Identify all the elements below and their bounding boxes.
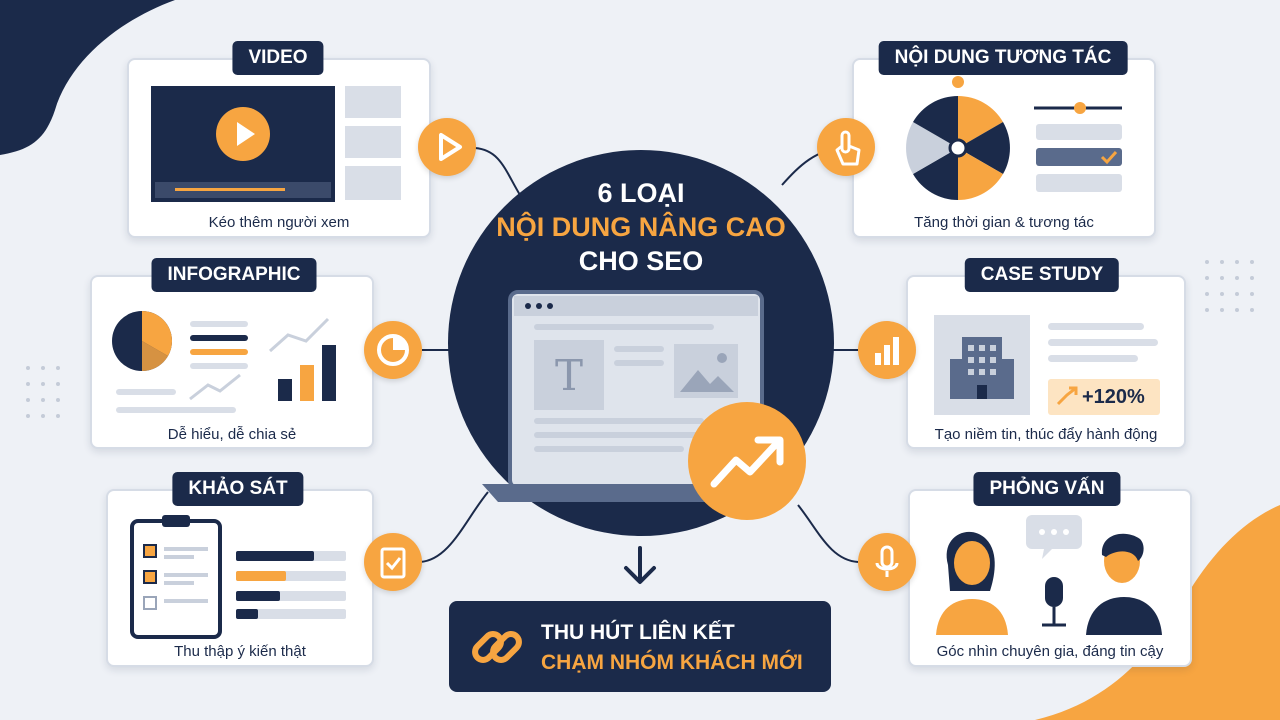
result-line-1: THU HÚT LIÊN KẾT [541, 621, 735, 644]
case-study-text-line [1048, 339, 1158, 346]
case-study-stat-box: +120% [1048, 379, 1160, 415]
trend-up-badge [688, 402, 806, 520]
interview-caption: Góc nhìn chuyên gia, đáng tin cậy [936, 643, 1164, 660]
interview-title: PHỎNG VẤN [973, 472, 1121, 506]
case-study-card: +120% Tạo niềm tin, thúc đẩy hành động [906, 275, 1186, 449]
case-study-text-line [1048, 355, 1138, 362]
interview-illustration [936, 515, 1162, 635]
microphone-icon [875, 545, 899, 577]
spin-wheel-illustration [906, 76, 1122, 200]
pie-chart-icon [377, 334, 409, 366]
center-title-line-1: 6 LOẠI [597, 178, 685, 208]
survey-caption: Thu thập ý kiến thật [174, 643, 306, 660]
pointer-hand-icon [835, 130, 861, 166]
trend-up-icon [710, 436, 784, 488]
survey-clipboard-illustration [130, 515, 346, 639]
result-box: THU HÚT LIÊN KẾT CHẠM NHÓM KHÁCH MỚI [449, 601, 831, 692]
link-chain-icon [472, 631, 522, 663]
center-title-line-3: CHO SEO [578, 246, 704, 276]
case-study-caption: Tạo niềm tin, thúc đẩy hành động [934, 426, 1158, 443]
case-study-title: CASE STUDY [964, 258, 1120, 292]
interactive-badge [817, 118, 875, 176]
infographic-card: Dễ hiểu, dễ chia sẻ [90, 275, 374, 449]
interactive-card: Tăng thời gian & tương tác [852, 58, 1156, 238]
result-line-2: CHẠM NHÓM KHÁCH MỚI [541, 651, 803, 674]
video-player-illustration [151, 86, 401, 202]
laptop-illustration: T [482, 290, 790, 502]
center-title-line-2: NỘI DUNG NÂNG CAO [496, 212, 786, 242]
survey-badge [364, 533, 422, 591]
interview-card: Góc nhìn chuyên gia, đáng tin cậy [908, 489, 1192, 667]
video-caption: Kéo thêm người xem [208, 214, 350, 231]
building-illustration [934, 315, 1030, 415]
survey-card: Thu thập ý kiến thật [106, 489, 374, 667]
case-study-stat: +120% [1082, 386, 1145, 408]
case-study-badge [858, 321, 916, 379]
case-study-text-line [1048, 323, 1144, 330]
interactive-title: NỘI DUNG TƯƠNG TÁC [878, 41, 1128, 75]
infographic-illustration [112, 311, 336, 413]
play-icon [216, 107, 270, 161]
bar-chart-icon [875, 337, 899, 365]
interview-badge [858, 533, 916, 591]
infographic-badge [364, 321, 422, 379]
play-icon [439, 133, 462, 161]
trend-up-icon [1056, 386, 1078, 406]
video-card: Kéo thêm người xem [127, 58, 431, 238]
video-badge [418, 118, 476, 176]
arrow-down-icon [624, 546, 656, 584]
checklist-icon [380, 547, 406, 579]
infographic-title: INFOGRAPHIC [151, 258, 317, 292]
interactive-caption: Tăng thời gian & tương tác [914, 214, 1094, 231]
video-title: VIDEO [232, 41, 324, 75]
survey-title: KHẢO SÁT [172, 472, 304, 506]
svg-text:T: T [555, 351, 583, 400]
infographic-caption: Dễ hiểu, dễ chia sẻ [167, 426, 297, 443]
